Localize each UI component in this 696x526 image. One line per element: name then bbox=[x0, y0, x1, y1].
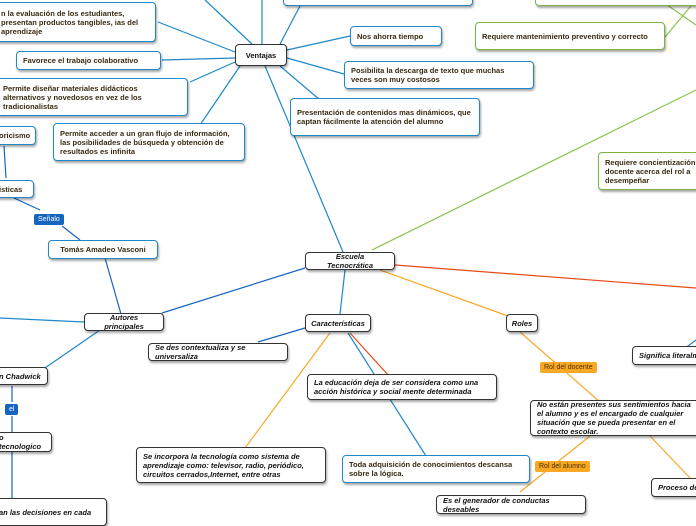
ventajas-item-descarga[interactable]: Posibilita la descarga de texto que much… bbox=[344, 61, 534, 89]
desventajas-item-mantenimiento[interactable]: Requiere mantenimiento preventivo y corr… bbox=[475, 22, 665, 50]
autores-decisiones[interactable]: an las decisiones en cada bbox=[0, 498, 107, 526]
ventajas-item-colaborativo[interactable]: Favorece el trabajo colaborativo bbox=[16, 51, 161, 70]
link-center-ventajas bbox=[264, 65, 344, 253]
tag-senalo[interactable]: Señalo bbox=[34, 214, 64, 225]
link-ventajas-item5 bbox=[286, 35, 351, 51]
link-senalo-isticas bbox=[13, 197, 41, 211]
link-ventajas-top1 bbox=[204, 0, 253, 45]
link-caract-desc bbox=[257, 327, 306, 343]
tag-rol-docente[interactable]: Rol del docente bbox=[540, 362, 597, 373]
autores-tomas-vasconi[interactable]: Tomás Amadeo Vasconi bbox=[48, 240, 158, 259]
link-center-autores bbox=[161, 267, 306, 314]
link-docente-proceso bbox=[649, 435, 691, 479]
link-center-red bbox=[394, 264, 696, 289]
link-ventajas-item3 bbox=[189, 61, 236, 83]
autores-tecnologico[interactable]: o tecnologico bbox=[0, 432, 52, 452]
roles-alumno-desc[interactable]: Es el generador de conductas deseables bbox=[436, 495, 586, 514]
link-center-roles bbox=[379, 269, 509, 317]
central-topic[interactable]: Escuela Tecnocrática bbox=[305, 252, 395, 270]
ventajas-top-cut[interactable] bbox=[283, 0, 473, 6]
autores-chadwick[interactable]: n Chadwick bbox=[0, 367, 48, 385]
caracteristicas-tecnologia[interactable]: Se incorpora la tecnología como sistema … bbox=[136, 447, 326, 483]
autores-isticas[interactable]: isticas bbox=[0, 180, 34, 198]
link-ventajas-item2 bbox=[161, 57, 236, 61]
roles-node[interactable]: Roles bbox=[506, 314, 538, 332]
link-center-desventajas bbox=[371, 89, 696, 251]
link-center-caract bbox=[339, 269, 346, 315]
autores-oricismo[interactable]: oricismo bbox=[0, 126, 36, 145]
ventajas-item-informacion[interactable]: Permite acceder a un gran flujo de infor… bbox=[53, 123, 245, 161]
link-isticas-oricismo bbox=[3, 145, 7, 179]
desventajas-item-concientizacion[interactable]: Requiere concientización docente acerca … bbox=[598, 152, 696, 190]
link-caract-incorp bbox=[244, 332, 331, 449]
caracteristicas-descontextualiza[interactable]: Se des contextualiza y se universaliza bbox=[148, 343, 288, 361]
link-ventajas-item4 bbox=[199, 65, 241, 126]
caracteristicas-node[interactable]: Características bbox=[305, 314, 371, 332]
link-autores-chadwick bbox=[41, 329, 101, 371]
link-ventajas-top3 bbox=[279, 5, 301, 45]
link-desv-item1 bbox=[664, 0, 696, 38]
caracteristicas-logica[interactable]: Toda adquisición de conocimientos descan… bbox=[342, 455, 530, 483]
ventajas-item-dinamicos[interactable]: Presentación de contenidos mas dinámicos… bbox=[290, 98, 480, 136]
link-ventajas-item7 bbox=[279, 65, 321, 101]
link-tomas-senalo bbox=[61, 225, 81, 241]
link-autores-left bbox=[0, 317, 85, 323]
ventajas-node[interactable]: Ventajas bbox=[235, 44, 287, 66]
caracteristicas-historica[interactable]: La educación deja de ser considera como … bbox=[307, 374, 497, 400]
roles-significa[interactable]: Significa literalm bbox=[632, 346, 696, 365]
link-ventajas-item6 bbox=[286, 57, 345, 75]
ventajas-item-evaluacion[interactable]: n la evaluación de los estudiantes, pres… bbox=[0, 2, 156, 42]
tag-rol-alumno[interactable]: Rol del alumno bbox=[535, 461, 590, 472]
link-ventajas-item1 bbox=[157, 21, 236, 53]
roles-proceso[interactable]: Proceso de bbox=[651, 478, 696, 497]
tag-el[interactable]: el bbox=[5, 404, 19, 415]
ventajas-item-materiales[interactable]: Permite diseñar materiales didácticos al… bbox=[0, 78, 188, 116]
link-autores-tomas bbox=[104, 257, 122, 315]
autores-principales-node[interactable]: Autores principales bbox=[84, 313, 164, 331]
desventajas-top-cut[interactable] bbox=[535, 0, 696, 6]
ventajas-item-tiempo[interactable]: Nos ahorra tiempo bbox=[350, 26, 442, 46]
link-caract-red bbox=[349, 332, 389, 376]
roles-docente-desc[interactable]: No están presentes sus sentimientos haci… bbox=[530, 400, 696, 436]
